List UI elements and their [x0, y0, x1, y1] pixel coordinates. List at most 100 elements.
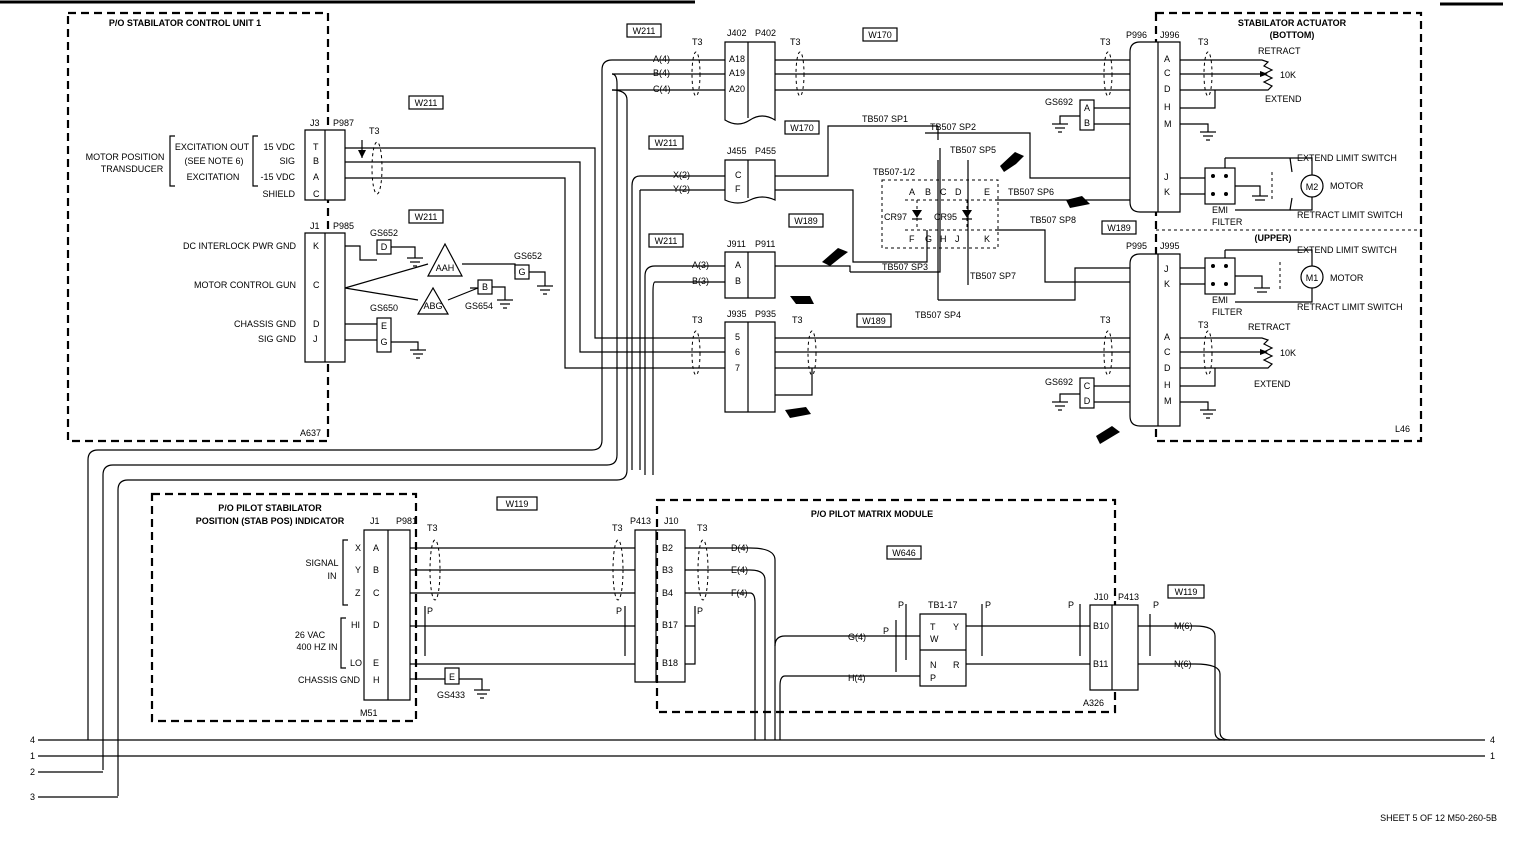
transducer-title: MOTOR POSITION [86, 152, 165, 162]
w211-tag-5: W211 [655, 236, 678, 246]
j1-indicator-connector [363, 529, 411, 701]
svg-text:T3: T3 [427, 523, 438, 533]
svg-text:B18: B18 [662, 658, 678, 668]
svg-text:GS652: GS652 [514, 251, 542, 261]
svg-text:T3: T3 [1100, 37, 1111, 47]
svg-text:H: H [1164, 102, 1171, 112]
sp7-label: TB507 SP7 [970, 271, 1016, 281]
svg-text:T: T [313, 142, 319, 152]
motor-label-1: MOTOR [1330, 181, 1364, 191]
sig-h4: H(4) [848, 673, 866, 683]
j10-connector [634, 529, 686, 683]
dc-interlock-label: DC INTERLOCK PWR GND [183, 241, 297, 251]
svg-text:B3: B3 [662, 565, 673, 575]
j402-connector [724, 41, 776, 125]
j995-connector [1129, 253, 1181, 427]
svg-text:4: 4 [1490, 735, 1495, 745]
retract-limit-2: RETRACT LIMIT SWITCH [1297, 302, 1403, 312]
svg-text:T3: T3 [692, 37, 703, 47]
sheet-footer: SHEET 5 OF 12 M50-260-5B [1380, 813, 1497, 823]
svg-text:B4: B4 [662, 588, 673, 598]
svg-text:T: T [930, 622, 936, 632]
svg-text:A20: A20 [729, 84, 745, 94]
gs433-label: GS433 [437, 690, 465, 700]
p987-label: P987 [333, 118, 354, 128]
retract-label-2: RETRACT [1248, 322, 1291, 332]
svg-text:A: A [1164, 54, 1170, 64]
j996-label: J996 [1160, 30, 1180, 40]
shield-label: SHIELD [262, 189, 295, 199]
svg-text:J1: J1 [370, 516, 380, 526]
vac-label: 26 VAC [295, 630, 326, 640]
w211-tag-3: W211 [633, 26, 656, 36]
j996-connector [1129, 41, 1181, 213]
j402-label: J402 [727, 28, 747, 38]
sig-d4: D(4) [731, 543, 749, 553]
svg-text:H: H [940, 234, 947, 244]
cr95-label: CR95 [934, 212, 957, 222]
extend-limit-2: EXTEND LIMIT SWITCH [1297, 245, 1397, 255]
p985-label: P985 [333, 221, 354, 231]
svg-text:E: E [984, 187, 990, 197]
svg-text:B: B [925, 187, 931, 197]
actuator-ref: L46 [1395, 424, 1410, 434]
svg-text:6: 6 [735, 347, 740, 357]
svg-text:C: C [313, 280, 320, 290]
svg-text:H: H [1164, 380, 1171, 390]
svg-text:3: 3 [30, 792, 35, 802]
svg-text:J: J [955, 234, 960, 244]
j3-label: J3 [310, 118, 320, 128]
svg-text:K: K [1164, 279, 1170, 289]
svg-text:C: C [373, 588, 380, 598]
svg-text:T3: T3 [697, 523, 708, 533]
actuator-title: STABILATOR ACTUATOR [1238, 18, 1347, 28]
sig-m6: M(6) [1174, 621, 1193, 631]
exc-out-label: EXCITATION OUT [175, 142, 250, 152]
svg-text:M1: M1 [1306, 273, 1319, 283]
sig-x2: X(2) [673, 170, 690, 180]
sp4-label: TB507 SP4 [915, 310, 961, 320]
t3-label: T3 [369, 126, 380, 136]
svg-text:Z: Z [355, 588, 361, 598]
j10-pins: B2 B3 B4 B17 B18 [662, 543, 678, 668]
svg-text:Y: Y [953, 622, 959, 632]
p996-label: P996 [1126, 30, 1147, 40]
matrix-ref: A326 [1083, 698, 1104, 708]
gs692-label-2: GS692 [1045, 377, 1073, 387]
svg-text:M: M [1164, 119, 1172, 129]
actuator-boundary [1154, 11, 1423, 443]
svg-text:P: P [985, 600, 991, 610]
svg-text:H: H [373, 675, 380, 685]
sig-c4: C(4) [653, 84, 671, 94]
control-unit-boundary [66, 11, 330, 443]
svg-text:1: 1 [30, 751, 35, 761]
j935-label: J935 [727, 309, 747, 319]
svg-text:E: E [449, 672, 455, 682]
indicator-title: P/O PILOT STABILATOR [218, 503, 322, 513]
svg-text:M: M [1164, 396, 1172, 406]
j995-label: J995 [1160, 241, 1180, 251]
svg-text:B10: B10 [1093, 621, 1109, 631]
retract-limit-1: RETRACT LIMIT SWITCH [1297, 210, 1403, 220]
svg-text:A: A [735, 260, 741, 270]
svg-text:C: C [1164, 347, 1171, 357]
gs652-label: GS652 [370, 228, 398, 238]
svg-text:G: G [518, 267, 525, 277]
see-note-label: (SEE NOTE 6) [184, 156, 243, 166]
svg-text:2: 2 [30, 767, 35, 777]
w211-tag-1: W211 [415, 98, 438, 108]
svg-text:A: A [1164, 332, 1170, 342]
svg-text:F: F [735, 184, 741, 194]
svg-text:K: K [1164, 187, 1170, 197]
control-unit-title: P/O STABILATOR CONTROL UNIT 1 [109, 18, 261, 28]
svg-text:HI: HI [351, 620, 360, 630]
svg-text:B2: B2 [662, 543, 673, 553]
extend-label-1: EXTEND [1265, 94, 1302, 104]
sig-e4: E(4) [731, 565, 748, 575]
tb507-12-label: TB507-1/2 [873, 167, 915, 177]
svg-text:N: N [930, 660, 937, 670]
resistor-icon [1240, 337, 1274, 369]
svg-text:C: C [1084, 381, 1091, 391]
p402-label: P402 [755, 28, 776, 38]
svg-text:D: D [1084, 396, 1091, 406]
